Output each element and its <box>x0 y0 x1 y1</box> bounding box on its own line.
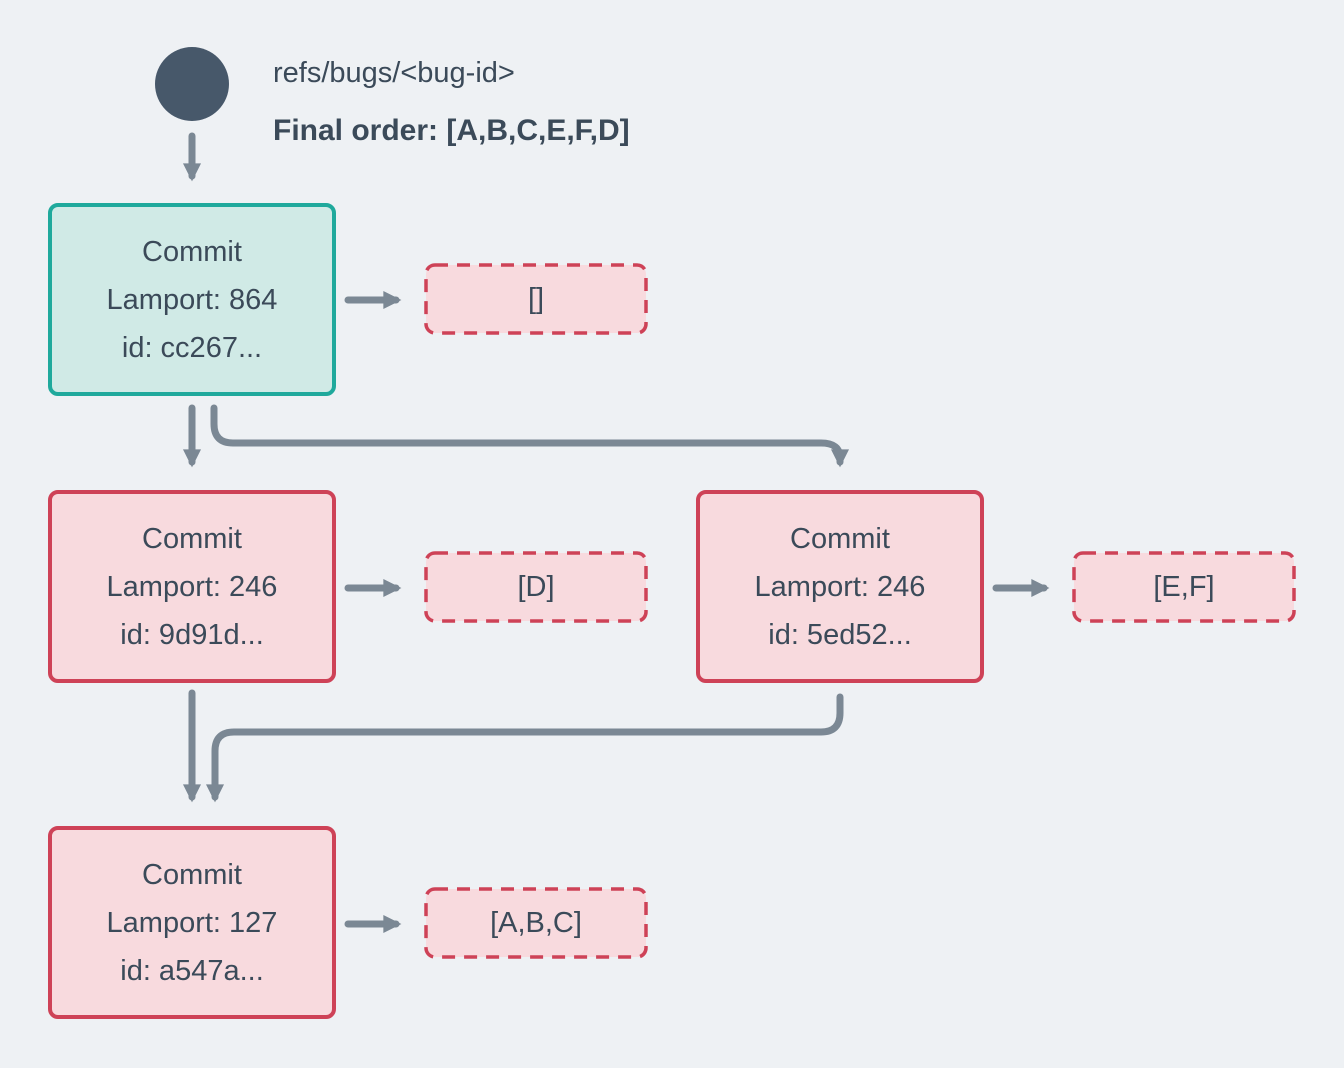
commit-node-a547a: Commit Lamport: 127 id: a547a... <box>48 826 336 1019</box>
dashed-border <box>424 263 648 335</box>
dashed-border <box>1072 551 1296 623</box>
final-order-label: Final order: [A,B,C,E,F,D] <box>273 114 630 147</box>
dashed-border <box>424 551 648 623</box>
commit-id: id: cc267... <box>121 331 263 364</box>
dashed-border <box>424 887 648 959</box>
opset-node-ef: [E,F] <box>1072 551 1296 623</box>
commit-id: id: 9d91d... <box>120 618 264 651</box>
commit-title: Commit <box>142 235 242 268</box>
commit-title: Commit <box>790 522 890 555</box>
ref-node-circle <box>155 47 229 121</box>
opset-node-d: [D] <box>424 551 648 623</box>
ref-name-label: refs/bugs/<bug-id> <box>273 57 515 89</box>
opset-value: [] <box>527 282 545 315</box>
commit-node-9d91d: Commit Lamport: 246 id: 9d91d... <box>48 490 336 683</box>
commit-node-5ed52: Commit Lamport: 246 id: 5ed52... <box>696 490 984 683</box>
edge-commit-5ed52-to-commit-a547a <box>205 693 844 803</box>
opset-value: [D] <box>517 570 555 603</box>
commit-lamport: Lamport: 246 <box>106 570 278 603</box>
commit-title: Commit <box>142 858 242 891</box>
commit-lamport: Lamport: 127 <box>106 906 278 939</box>
commit-node-864: Commit Lamport: 864 id: cc267... <box>48 203 336 396</box>
commit-id: id: 5ed52... <box>768 618 912 651</box>
edge-commit-864-to-commit-5ed52 <box>210 404 850 468</box>
opset-value: [A,B,C] <box>490 906 582 939</box>
opset-node-empty: [] <box>424 263 648 335</box>
commit-title: Commit <box>142 522 242 555</box>
commit-lamport: Lamport: 864 <box>106 283 278 316</box>
opset-node-abc: [A,B,C] <box>424 887 648 959</box>
opset-value: [E,F] <box>1153 570 1215 603</box>
commit-id: id: a547a... <box>120 954 264 987</box>
commit-lamport: Lamport: 246 <box>754 570 926 603</box>
